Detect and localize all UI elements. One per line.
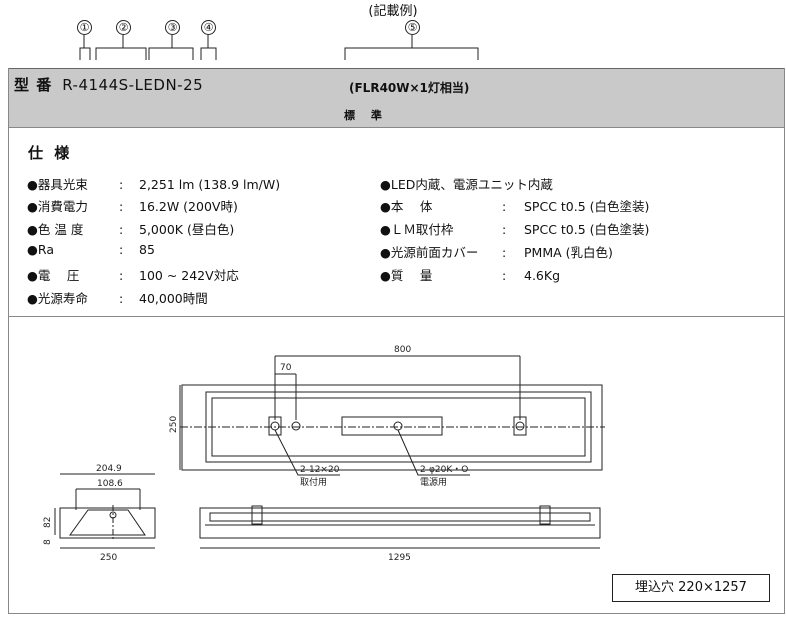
- callout-3: ③: [165, 20, 180, 35]
- callout-1: ①: [77, 20, 92, 35]
- dim-250-bottom: 250: [100, 553, 117, 563]
- spec-row: ●消費電力:16.2W (200V時): [27, 199, 238, 214]
- spec-row: ●質 量:4.6Kg: [380, 268, 561, 283]
- hole-mount: 2-12×20: [300, 465, 340, 475]
- model-label: 型 番: [14, 76, 53, 94]
- callout-2: ②: [116, 20, 131, 35]
- grade-label: 標 準: [344, 109, 388, 122]
- spec-title: 仕 様: [28, 144, 73, 162]
- dim-800: 800: [394, 345, 411, 355]
- frame-left: [8, 68, 9, 614]
- technical-drawing: 800 70 250 2-12×20 取付用 2-φ20K・O 電源用 204.…: [43, 345, 605, 563]
- model-band: [8, 68, 785, 128]
- spec-row: ●本 体:SPCC t0.5 (白色塗装): [380, 199, 650, 214]
- dim-1295: 1295: [388, 553, 411, 563]
- frame-bottom: [8, 613, 785, 614]
- spec-row: ●Ra:85: [27, 242, 155, 257]
- spec-row: ●電 圧:100 ~ 242V対応: [27, 268, 239, 283]
- spec-row: ●光源寿命:40,000時間: [27, 291, 208, 306]
- callout-brackets: [79, 35, 479, 60]
- section-divider: [8, 316, 785, 317]
- callout-4: ④: [201, 20, 216, 35]
- example-label: (記載例): [368, 4, 418, 19]
- model-code: R-4144S-LEDN-25: [62, 76, 204, 94]
- cutout-dimension: 埋込穴 220×1257: [612, 574, 770, 602]
- spec-row: ●器具光束:2,251 lm (138.9 lm/W): [27, 177, 281, 192]
- hole-mount-note: 取付用: [300, 477, 327, 488]
- lamp-equivalent: (FLR40W×1灯相当): [349, 81, 470, 95]
- spec-note: ●LED内蔵、電源ユニット内蔵: [380, 177, 553, 192]
- hole-power-note: 電源用: [420, 477, 447, 488]
- callout-5: ⑤: [405, 20, 420, 35]
- spec-row: ●色 温 度:5,000K (昼白色): [27, 222, 235, 237]
- dim-204-9: 204.9: [96, 464, 122, 474]
- spec-row: ●ＬＭ取付枠:SPCC t0.5 (白色塗装): [380, 222, 650, 237]
- spec-row: ●光源前面カバー:PMMA (乳白色): [380, 245, 613, 260]
- dim-70: 70: [280, 363, 292, 373]
- dim-250-side: 250: [169, 416, 179, 433]
- frame-right: [784, 68, 785, 614]
- dim-108-6: 108.6: [97, 479, 123, 489]
- hole-power: 2-φ20K・O: [420, 465, 468, 475]
- dim-8: 8: [43, 539, 53, 545]
- model-number: 型 番 R-4144S-LEDN-25: [14, 74, 203, 95]
- dim-82: 82: [43, 517, 53, 528]
